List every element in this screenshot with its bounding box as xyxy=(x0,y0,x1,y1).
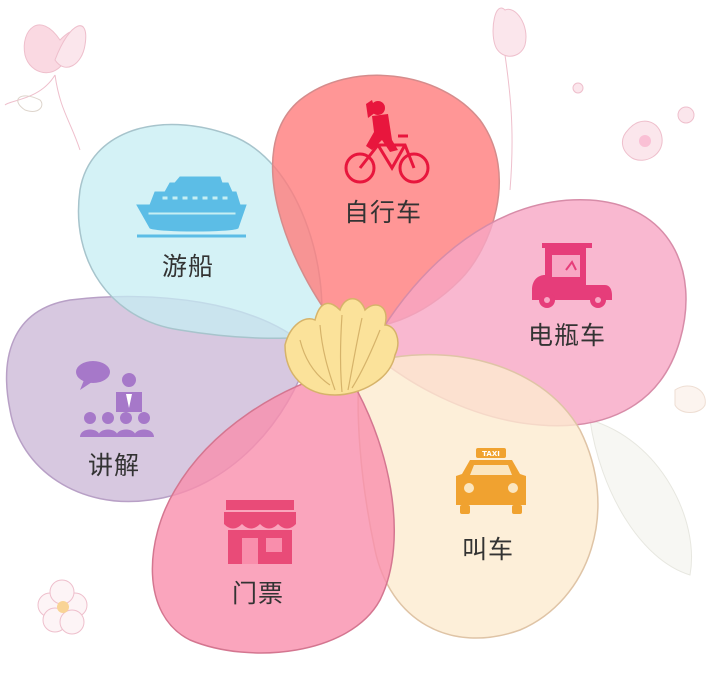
label-ticket[interactable]: 门票 xyxy=(232,579,285,608)
shop-icon xyxy=(224,500,296,564)
decorative-flower-top-left xyxy=(4,24,87,151)
label-cruise[interactable]: 游船 xyxy=(162,252,215,281)
label-guide[interactable]: 讲解 xyxy=(88,451,141,480)
label-bike[interactable]: 自行车 xyxy=(344,198,423,227)
taxi-icon: TAXI xyxy=(456,448,526,514)
taxi-sign-text: TAXI xyxy=(482,450,500,458)
petal-ticket[interactable] xyxy=(151,369,395,654)
bicycle-rider-icon xyxy=(344,100,430,184)
ship-icon xyxy=(136,176,247,238)
decorative-flower-bottom-left xyxy=(37,579,88,635)
label-ebike[interactable]: 电瓶车 xyxy=(528,321,607,350)
decorative-flower-top-right xyxy=(492,7,695,191)
decorative-leaf-right xyxy=(589,385,706,576)
label-taxi[interactable]: 叫车 xyxy=(462,535,515,564)
golf-cart-icon xyxy=(532,243,612,308)
flower-center xyxy=(284,298,399,396)
presenter-icon xyxy=(76,361,154,437)
